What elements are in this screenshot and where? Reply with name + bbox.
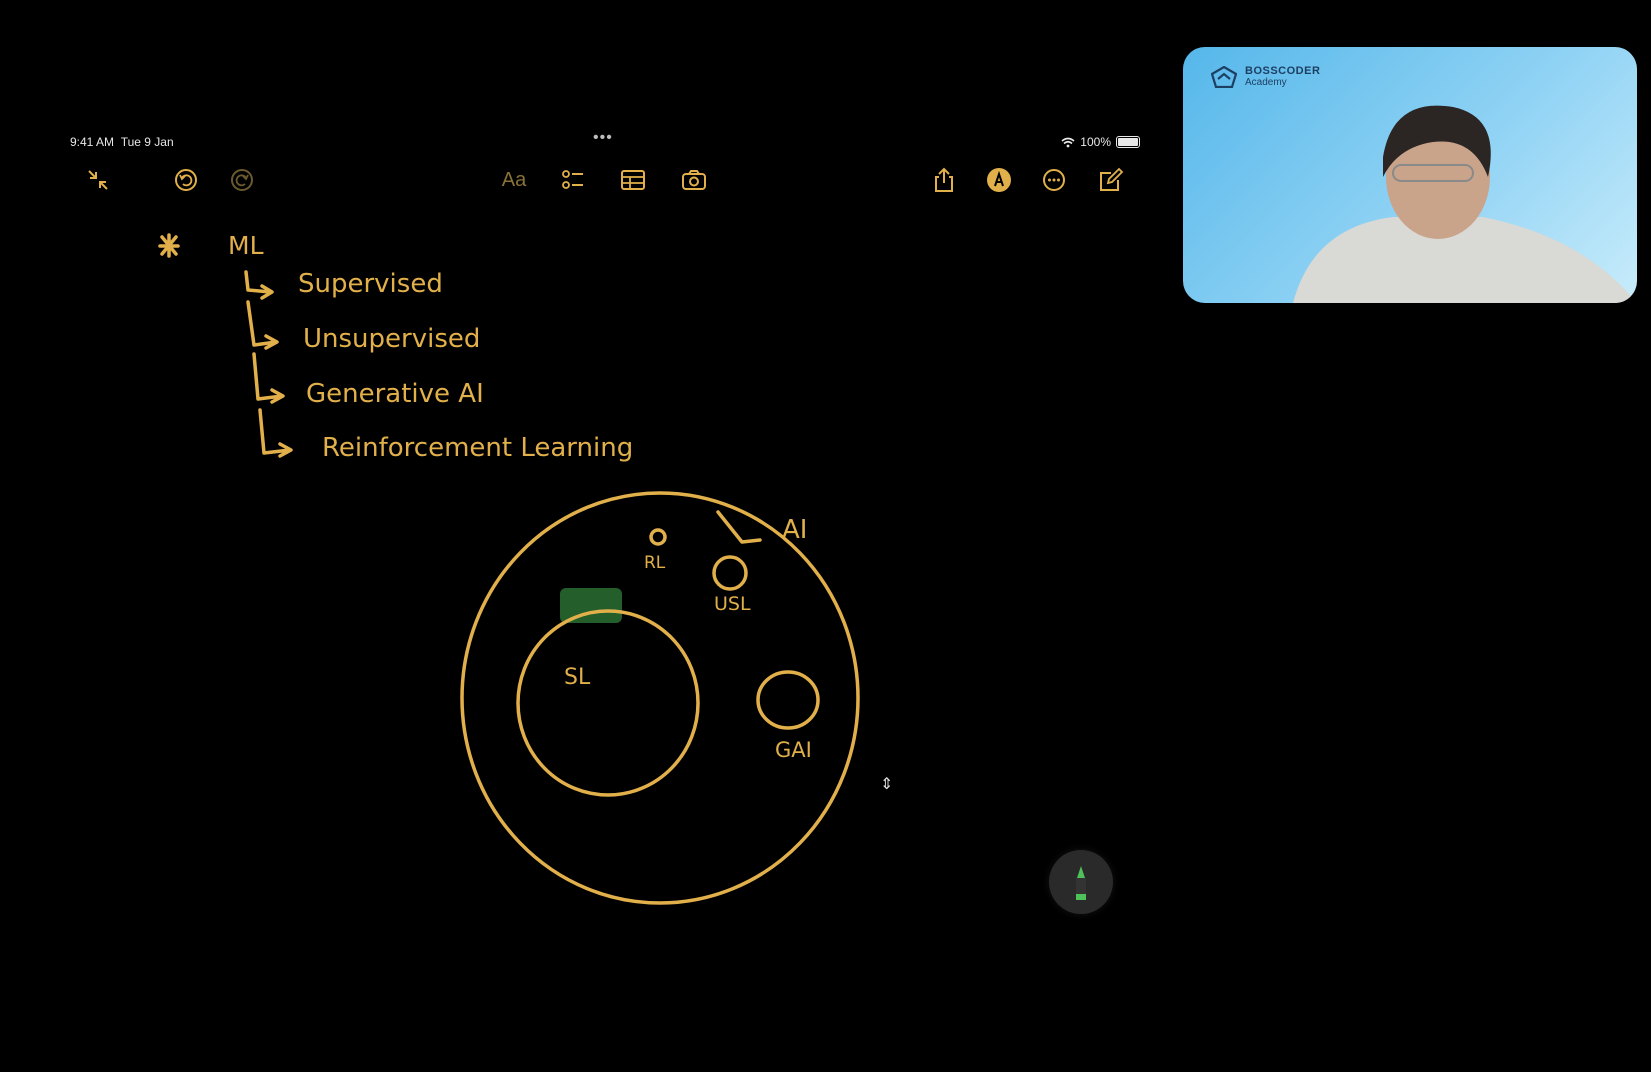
brand-logo-icon xyxy=(1211,65,1237,88)
green-highlight xyxy=(560,588,622,623)
battery-icon xyxy=(1116,136,1140,148)
gai-circle xyxy=(756,670,820,730)
wifi-icon xyxy=(1061,137,1075,147)
video-overlay: BOSSCODER Academy xyxy=(1183,47,1637,303)
note-item-unsupervised: Unsupervised xyxy=(303,324,480,354)
checklist-icon[interactable] xyxy=(559,166,587,194)
rl-circle xyxy=(649,528,667,546)
markup-pen-icon[interactable] xyxy=(985,166,1013,194)
redo-icon[interactable] xyxy=(228,166,256,194)
sl-circle xyxy=(516,609,700,797)
label-gai: GAI xyxy=(775,738,812,762)
collapse-arrows-icon[interactable] xyxy=(84,166,112,194)
status-time: 9:41 AM Tue 9 Jan xyxy=(70,135,174,149)
label-ai: AI xyxy=(782,515,807,545)
status-date: Tue 9 Jan xyxy=(120,135,174,149)
compose-icon[interactable] xyxy=(1097,166,1125,194)
presenter-silhouette xyxy=(1293,105,1637,303)
resize-cursor-icon: ⇕ xyxy=(880,776,894,793)
note-item-supervised: Supervised xyxy=(298,269,443,299)
tree-connectors xyxy=(244,270,293,458)
undo-icon[interactable] xyxy=(172,166,200,194)
ai-circle xyxy=(460,491,860,905)
pencil-icon xyxy=(1076,866,1086,900)
label-rl: RL xyxy=(644,553,666,573)
usl-circle xyxy=(712,555,748,591)
text-format-button[interactable]: Aa xyxy=(501,168,527,191)
share-icon[interactable] xyxy=(930,166,958,194)
camera-icon[interactable] xyxy=(680,166,708,194)
brand-block: BOSSCODER Academy xyxy=(1211,65,1320,88)
battery-percent: 100% xyxy=(1080,135,1111,149)
note-item-reinforcement: Reinforcement Learning xyxy=(322,433,633,463)
multitasking-dots-icon[interactable]: ••• xyxy=(593,129,613,146)
status-bar: 9:41 AM Tue 9 Jan ••• 100% xyxy=(70,129,1140,155)
pencil-tool-button[interactable] xyxy=(1049,850,1113,914)
brand-sub: Academy xyxy=(1245,77,1287,88)
table-icon[interactable] xyxy=(619,166,647,194)
label-sl: SL xyxy=(564,665,591,690)
ai-pointer xyxy=(716,510,762,544)
note-heading: ML xyxy=(228,231,264,260)
label-usl: USL xyxy=(714,593,751,615)
more-ellipsis-icon[interactable] xyxy=(1040,166,1068,194)
asterisk-bullet xyxy=(158,233,180,258)
brand-name: BOSSCODER xyxy=(1245,65,1321,77)
note-item-generative-ai: Generative AI xyxy=(306,379,484,409)
ml-diagram: AI RL USL SL GAI xyxy=(460,491,860,905)
status-indicators: 100% xyxy=(1061,135,1140,149)
